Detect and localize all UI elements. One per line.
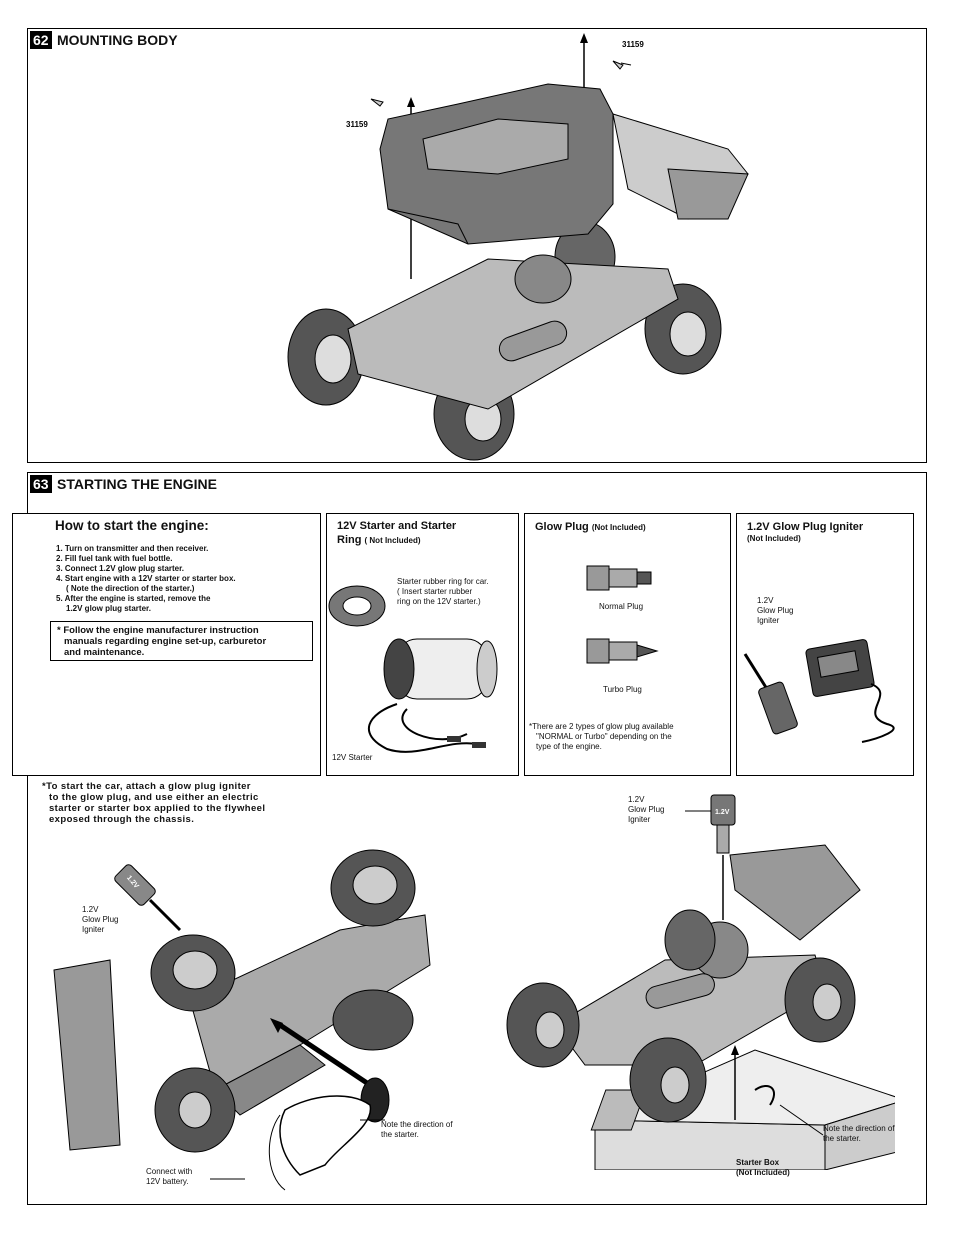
glow-title: Glow Plug xyxy=(535,521,589,533)
label-line: Igniter xyxy=(628,815,651,824)
label-line: 1.2V xyxy=(82,905,99,914)
howto-step: 4. Start engine with a 12V starter or st… xyxy=(56,574,236,583)
starter-box-label: Starter Box (Not Included) xyxy=(736,1158,790,1178)
right-starter-figure: 1.2V xyxy=(506,794,895,1170)
label-line: the starter. xyxy=(381,1130,419,1139)
label-line: 12V battery. xyxy=(146,1177,189,1186)
howto-step: ( Note the direction of the starter.) xyxy=(66,584,195,593)
glow-not-included: (Not Included) xyxy=(591,523,646,532)
step-title: MOUNTING BODY xyxy=(57,32,178,48)
igniter-label: 1.2V Glow Plug Igniter xyxy=(757,596,793,626)
glow-note: *There are 2 types of glow plug availabl… xyxy=(529,722,674,752)
howto-steps: 1. Turn on transmitter and then receiver… xyxy=(56,544,236,614)
step-title: STARTING THE ENGINE xyxy=(57,476,217,492)
label-line: Igniter xyxy=(82,925,105,934)
igniter-box: 1.2V Glow Plug Igniter (Not Included) 1.… xyxy=(736,513,914,776)
igniter-not-included: (Not Included) xyxy=(747,534,801,543)
normal-plug-label: Normal Plug xyxy=(599,602,644,611)
howto-note: * Follow the engine manufacturer instruc… xyxy=(50,621,313,661)
label-line: Glow Plug xyxy=(82,915,119,924)
starter-title: 12V Starter and Starter xyxy=(337,520,457,532)
bottom-note-line: *To start the car, attach a glow plug ig… xyxy=(42,781,251,792)
starter-label: 12V Starter xyxy=(332,753,373,762)
igniter-title: 1.2V Glow Plug Igniter xyxy=(747,521,864,533)
label-line: 1.2V xyxy=(628,795,645,804)
bottom-note: *To start the car, attach a glow plug ig… xyxy=(42,781,265,825)
igniter-illustration xyxy=(743,639,895,743)
howto-note-line: and maintenance. xyxy=(64,647,145,658)
howto-step: 3. Connect 1.2V glow plug starter. xyxy=(56,564,185,573)
part-number-right: 31159 xyxy=(622,40,644,49)
label-line: Connect with xyxy=(146,1167,193,1176)
right-igniter-label: 1.2V Glow Plug Igniter xyxy=(628,795,664,825)
ring-note-line: ( Insert starter rubber xyxy=(397,587,473,596)
right-igniter-text: 1.2V xyxy=(715,809,730,816)
bottom-note-line: exposed through the chassis. xyxy=(49,814,195,825)
label-line: Glow Plug xyxy=(628,805,665,814)
starter-not-included: ( Not Included) xyxy=(364,536,421,545)
step-number: 62 xyxy=(30,31,52,49)
right-direction-note: Note the direction of the starter. xyxy=(823,1124,895,1144)
howto-step: 2. Fill fuel tank with fuel bottle. xyxy=(56,554,173,563)
ring-note: Starter rubber ring for car. ( Insert st… xyxy=(397,577,489,607)
glow-note-line: type of the engine. xyxy=(536,742,602,751)
step-62-panel: 62 MOUNTING BODY 31159 31159 xyxy=(27,28,927,463)
glow-note-line: *There are 2 types of glow plug availabl… xyxy=(529,722,674,731)
howto-step: 1. Turn on transmitter and then receiver… xyxy=(56,544,209,553)
igniter-label-line: 1.2V xyxy=(757,596,774,605)
bottom-note-line: to the glow plug, and use either an elec… xyxy=(49,792,259,803)
starter-box: 12V Starter and Starter Ring ( Not Inclu… xyxy=(326,513,519,776)
howto-box: How to start the engine: 1. Turn on tran… xyxy=(12,513,321,776)
glow-plug-illustration xyxy=(586,565,659,664)
battery-note: Connect with 12V battery. xyxy=(146,1167,192,1187)
step-number: 63 xyxy=(30,475,52,493)
label-line: (Not Included) xyxy=(736,1168,790,1177)
ring-note-line: Starter rubber ring for car. xyxy=(397,577,489,586)
starter-title-line2: Ring ( Not Included) xyxy=(337,534,421,546)
glow-note-line: "NORMAL or Turbo" depending on the xyxy=(536,732,672,741)
igniter-label-line: Glow Plug xyxy=(757,606,794,615)
howto-note-line: * Follow the engine manufacturer instruc… xyxy=(57,625,259,636)
ring-note-line: ring on the 12V starter.) xyxy=(397,597,481,606)
left-igniter-label: 1.2V Glow Plug Igniter xyxy=(82,905,118,935)
left-starter-figure: 1.2V xyxy=(53,849,431,1191)
label-line: Note the direction of xyxy=(381,1120,453,1129)
howto-heading: How to start the engine: xyxy=(55,518,209,533)
label-line: Note the direction of xyxy=(823,1124,895,1133)
label-line: Starter Box xyxy=(736,1158,780,1167)
label-line: the starter. xyxy=(823,1134,861,1143)
part-number-left: 31159 xyxy=(346,120,368,129)
left-direction-note: Note the direction of the starter. xyxy=(381,1120,453,1140)
howto-step: 1.2V glow plug starter. xyxy=(66,604,151,613)
turbo-plug-label: Turbo Plug xyxy=(603,685,642,694)
bottom-note-line: starter or starter box applied to the fl… xyxy=(49,803,266,814)
glow-title-row: Glow Plug (Not Included) xyxy=(535,521,646,533)
howto-step: 5. After the engine is started, remove t… xyxy=(56,594,211,603)
starter-title-ring: Ring xyxy=(337,534,362,546)
buggy-body-illustration: 31159 31159 xyxy=(287,33,749,461)
howto-note-line: manuals regarding engine set-up, carbure… xyxy=(64,636,267,647)
igniter-label-line: Igniter xyxy=(757,616,780,625)
glow-plug-box: Glow Plug (Not Included) Normal Plug Tur… xyxy=(524,513,731,776)
starter-illustration xyxy=(328,585,498,753)
